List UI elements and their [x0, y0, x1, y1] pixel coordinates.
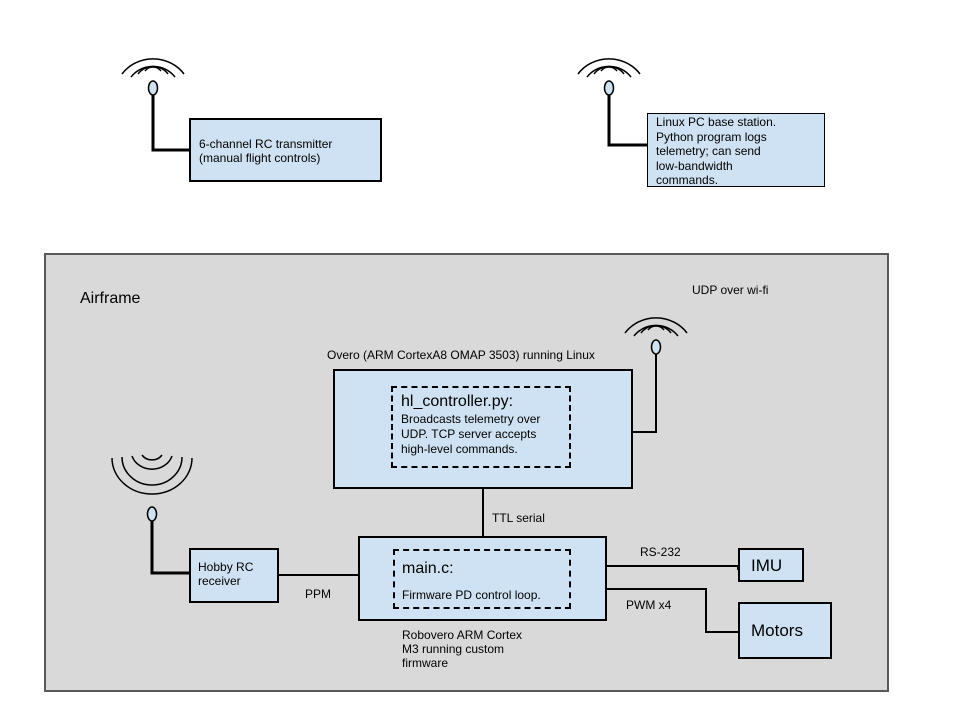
imu-box: IMU [738, 548, 804, 582]
rc-transmitter-box: 6-channel RC transmitter (manual flight … [189, 118, 382, 182]
motors-box: Motors [738, 602, 832, 659]
antenna-icon [111, 454, 193, 522]
hobby-rc-receiver-label: Hobby RC receiver [198, 560, 254, 588]
rc-transmitter-label: 6-channel RC transmitter (manual flight … [199, 137, 333, 165]
transmitter-antenna-wire [151, 95, 190, 152]
robovero-box: main.c: Firmware PD control loop. [358, 536, 607, 621]
udp-label: UDP over wi-fi [692, 283, 769, 297]
pwm-label: PWM x4 [626, 598, 672, 612]
base-station-label: Linux PC base station. Python program lo… [656, 115, 777, 187]
hl-controller-module: hl_controller.py: Broadcasts telemetry o… [391, 386, 571, 468]
base-station-box: Linux PC base station. Python program lo… [647, 113, 825, 187]
ttl-serial-label: TTL serial [492, 511, 545, 525]
hl-controller-title: hl_controller.py: [401, 393, 514, 410]
antenna-icon [577, 58, 641, 96]
base-station-antenna-wire [607, 95, 648, 147]
airframe-title: Airframe [80, 290, 141, 307]
robovero-caption: Robovero ARM Cortex M3 running custom fi… [402, 628, 523, 670]
receiver-antenna-wire [150, 521, 190, 575]
overo-box: hl_controller.py: Broadcasts telemetry o… [333, 369, 633, 489]
antenna-icon [624, 317, 688, 355]
antenna-icon [121, 58, 185, 96]
imu-label: IMU [751, 556, 783, 575]
main-c-body: Firmware PD control loop. [402, 588, 541, 602]
main-c-title: main.c: [402, 560, 454, 577]
pwm-wire [567, 588, 738, 633]
main-c-module: main.c: Firmware PD control loop. [393, 549, 571, 609]
motors-label: Motors [751, 621, 803, 640]
hobby-rc-receiver-box: Hobby RC receiver [189, 548, 279, 603]
rs232-label: RS-232 [640, 545, 681, 559]
hl-controller-body: Broadcasts telemetry over UDP. TCP serve… [401, 412, 541, 456]
ppm-label: PPM [305, 587, 332, 601]
overo-caption: Overo (ARM CortexA8 OMAP 3503) running L… [327, 348, 595, 362]
